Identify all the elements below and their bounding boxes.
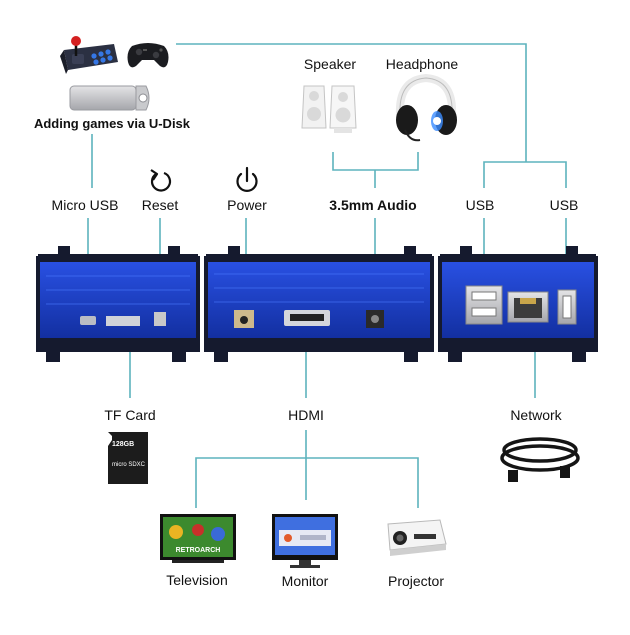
ethernet-port xyxy=(507,291,549,323)
usb-port-single xyxy=(557,289,577,325)
tv-screen-text: RETROARCH xyxy=(176,547,221,554)
ethernet-cable-icon xyxy=(500,437,580,482)
label-television: Television xyxy=(166,572,228,588)
udisk-caption: Adding games via U-Disk xyxy=(33,116,191,131)
label-power: Power xyxy=(227,197,267,213)
line-hdmi-displays xyxy=(195,430,419,508)
label-network: Network xyxy=(510,407,562,423)
label-reset: Reset xyxy=(141,197,179,213)
label-tf-card: TF Card xyxy=(104,407,156,423)
label-audio: 3.5mm Audio xyxy=(329,197,417,213)
arcade-stick-icon xyxy=(60,36,118,74)
speaker-icon xyxy=(301,85,357,133)
label-usb-right: USB xyxy=(549,197,579,213)
label-headphone: Headphone xyxy=(385,56,459,72)
gamepad-icon xyxy=(127,43,169,68)
label-projector: Projector xyxy=(387,573,445,589)
label-micro-usb: Micro USB xyxy=(51,197,119,213)
reset-icon xyxy=(150,169,172,192)
case-left-panel xyxy=(36,246,200,362)
micro-usb-port xyxy=(80,316,96,325)
reset-button-port xyxy=(154,312,166,326)
case-middle-panel xyxy=(204,246,434,362)
line-audio-devices xyxy=(332,152,419,188)
television-icon: RETROARCH xyxy=(160,514,236,563)
headphone-icon xyxy=(395,73,457,142)
projector-icon xyxy=(387,519,447,556)
label-monitor: Monitor xyxy=(281,573,329,589)
label-hdmi: HDMI xyxy=(288,407,324,423)
power-icon xyxy=(236,166,258,192)
label-speaker: Speaker xyxy=(303,56,357,72)
line-usb-devices xyxy=(176,43,567,188)
tf-card-slot xyxy=(106,316,140,326)
usb-port-stack xyxy=(465,285,503,325)
sd-type: micro SDXC xyxy=(112,462,146,468)
usb-flash-drive-icon xyxy=(69,85,150,111)
sd-capacity: 128GB xyxy=(112,441,134,448)
microsd-card-icon: 128GB micro SDXC xyxy=(108,432,148,484)
label-usb-left: USB xyxy=(465,197,495,213)
monitor-icon xyxy=(272,514,338,568)
case-right-panel xyxy=(438,246,598,362)
